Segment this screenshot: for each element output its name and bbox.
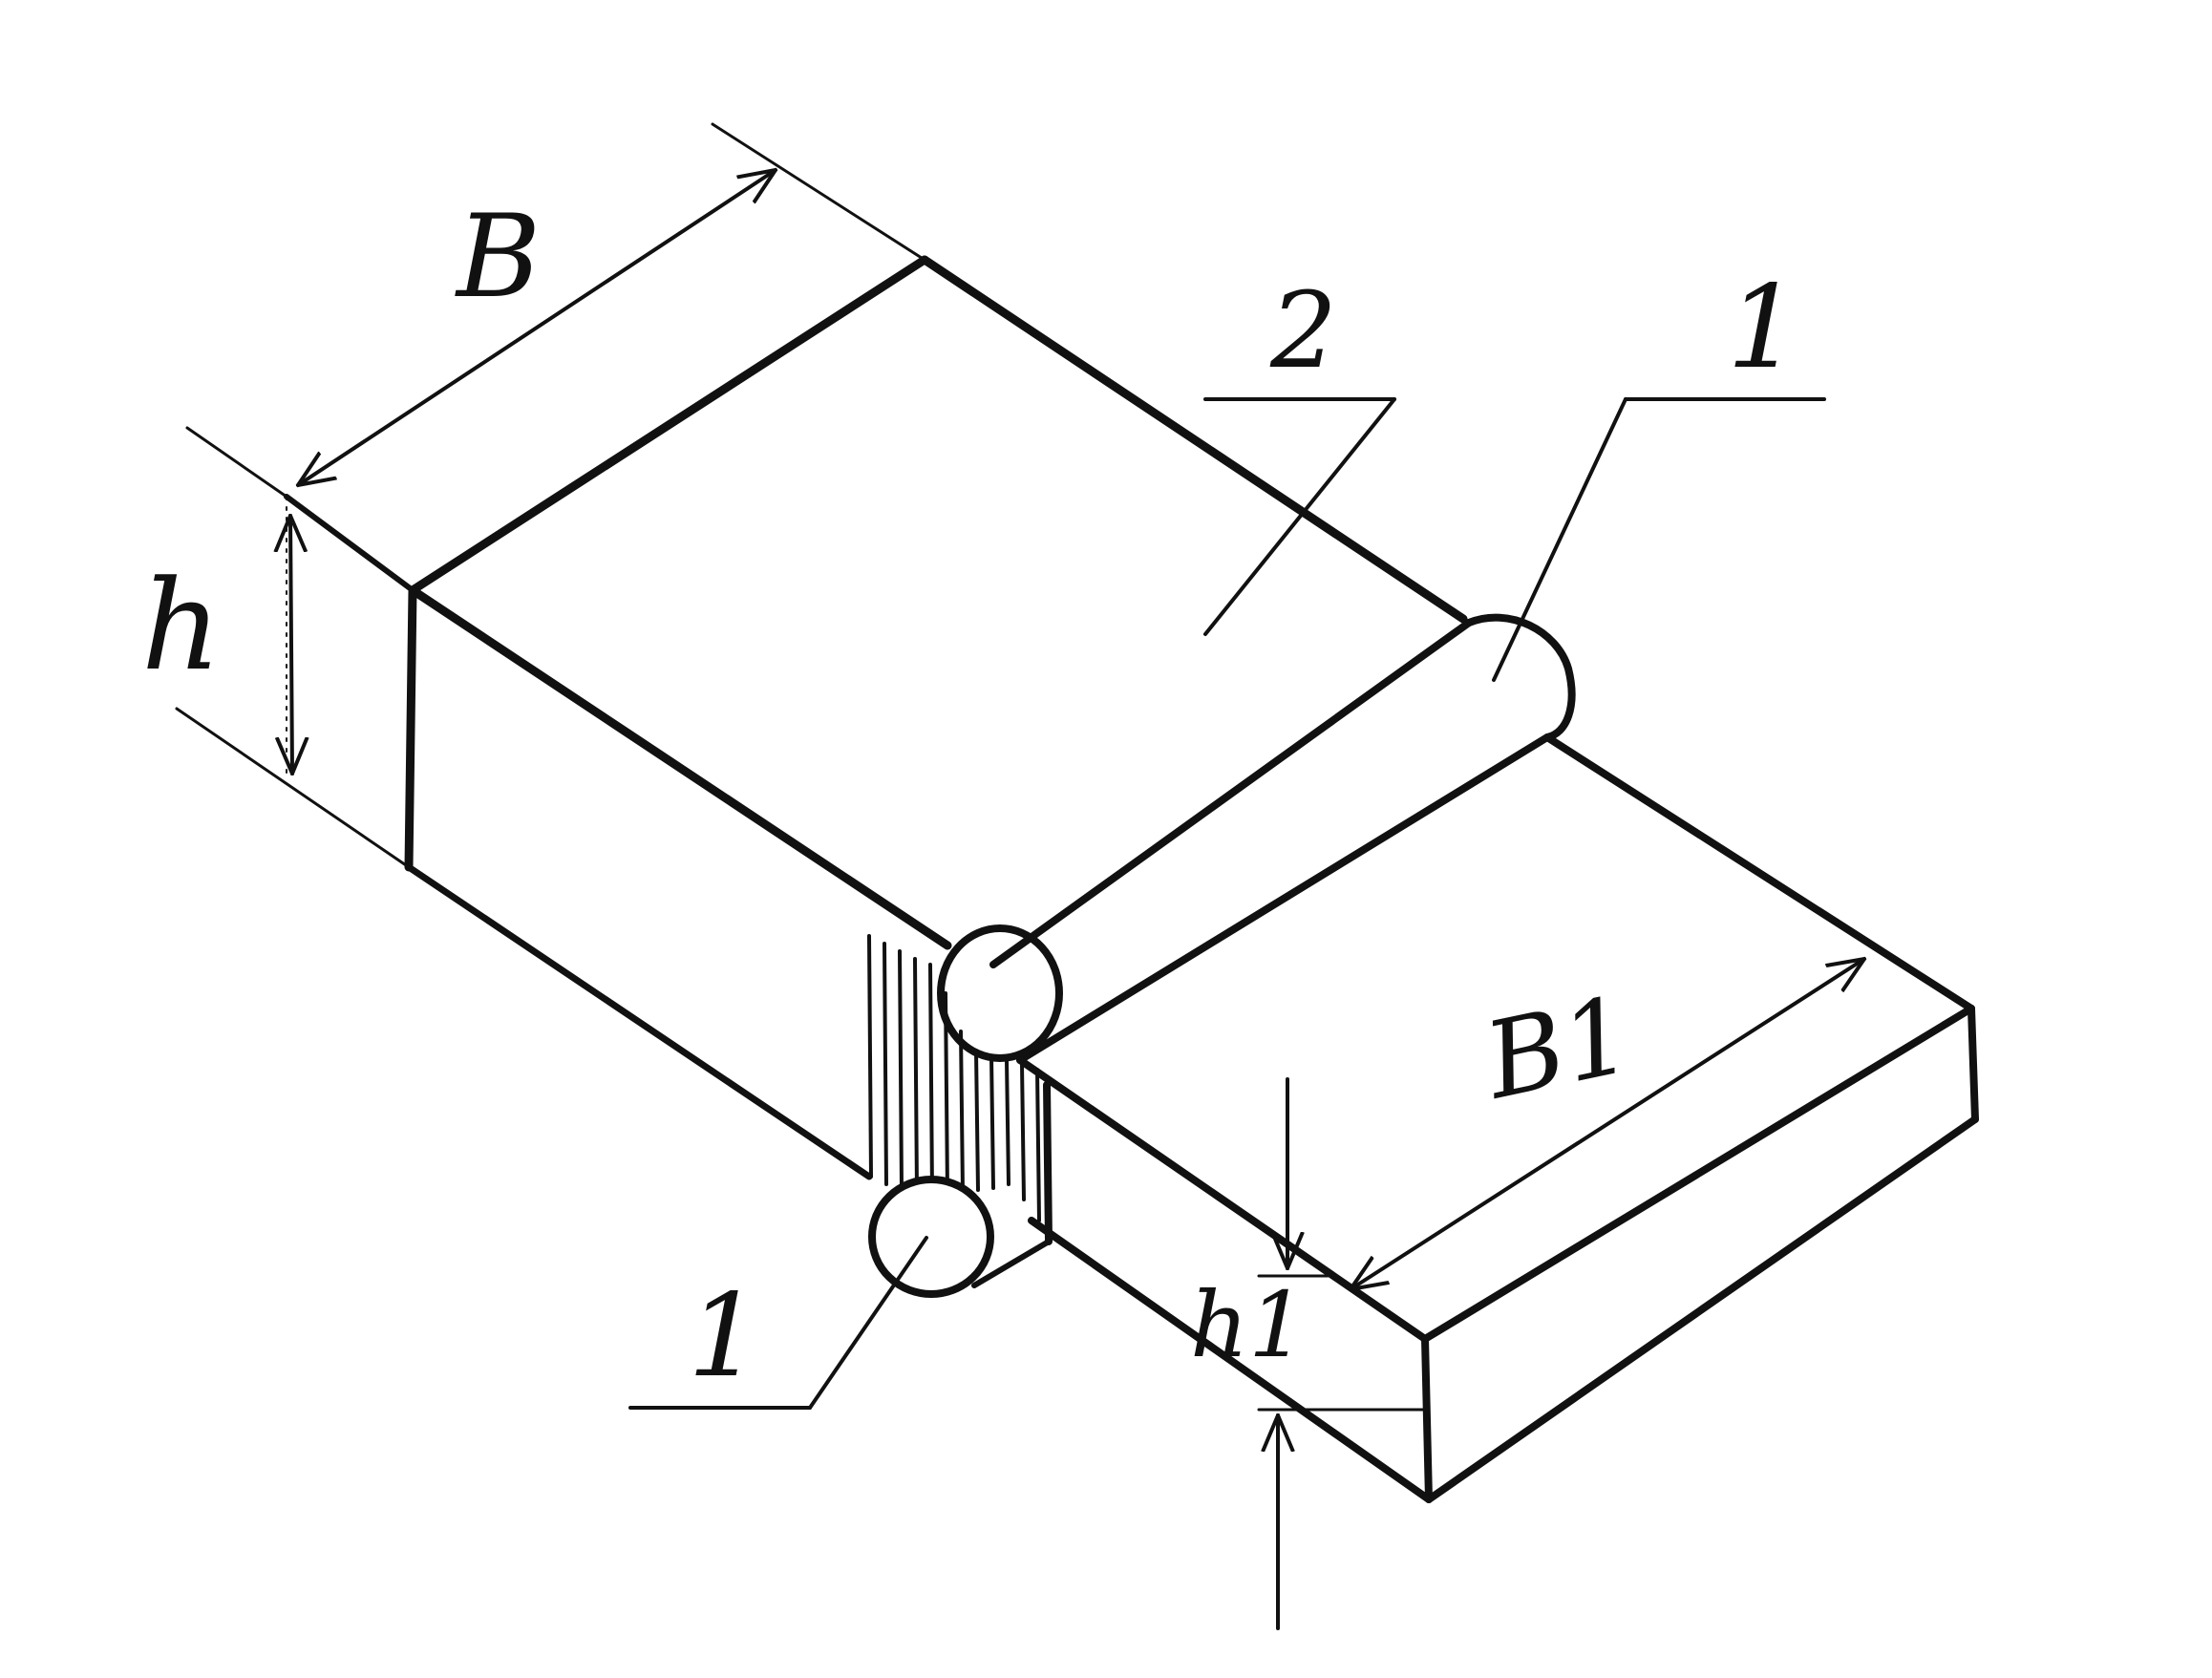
- plate-top-back-edge: [1543, 733, 1975, 1012]
- end-face-top-edge: [284, 494, 415, 593]
- extension-line-h-bottom: [175, 707, 411, 869]
- main-block-end-face: [284, 494, 415, 776]
- hatch-line: [928, 963, 934, 1196]
- label-height-main: h: [141, 553, 222, 698]
- bottom-weld-side-edge: [971, 1239, 1052, 1288]
- hatch-line: [944, 991, 949, 1196]
- label-part-1-top: 1: [1727, 262, 1799, 394]
- dimension-lines-main: [175, 122, 926, 869]
- hatch-line: [1020, 1062, 1026, 1201]
- extension-line-b-right: [711, 122, 926, 262]
- hatch-line: [989, 1054, 995, 1190]
- main-block-front-vertical: [404, 585, 417, 872]
- leader-1-bottom-line: [808, 1236, 928, 1410]
- plate-left-vertical: [1043, 1081, 1053, 1245]
- top-weld-front-circle: [937, 924, 1063, 1062]
- hatch-line: [1005, 1058, 1010, 1186]
- hatch-line: [867, 934, 873, 1179]
- top-weld-upper-edge: [989, 619, 1473, 968]
- dimension-line-b1: [1351, 959, 1864, 1289]
- plate-bottom-front-edge: [1028, 1217, 1433, 1503]
- main-block-top-front-edge: [408, 585, 952, 950]
- hatch-line: [974, 1049, 980, 1192]
- main-block-top-right-edge: [920, 255, 1468, 624]
- plate-right-vertical: [1967, 1005, 1979, 1123]
- hatch-line: [913, 957, 919, 1194]
- label-part-2: 2: [1269, 269, 1337, 392]
- hatch-line: [883, 942, 888, 1186]
- plate-bottom-right-edge: [1425, 1115, 1979, 1503]
- extension-line-b-left: [185, 426, 288, 499]
- leader-2-line: [1203, 397, 1396, 636]
- hatch-line: [898, 949, 904, 1190]
- hatch-line: [1035, 1068, 1041, 1222]
- label-height-plate: h1: [1190, 1273, 1307, 1378]
- thin-plate: [1016, 733, 1979, 1503]
- top-weld-bead: [937, 613, 1576, 1064]
- labels: B h 2 1 1 B1 h1: [141, 191, 1799, 1403]
- leader-lines: [628, 397, 1826, 1410]
- bottom-weld-circle: [868, 1176, 994, 1298]
- plate-top-front-edge: [1016, 1056, 1429, 1343]
- dimension-line-h: [290, 516, 292, 774]
- leader-1-top-line: [1492, 397, 1627, 682]
- main-block-bottom-edge: [405, 863, 873, 1180]
- hatch-line: [959, 1030, 965, 1194]
- bottom-weld-bead: [868, 1176, 1052, 1298]
- plate-front-vertical: [1421, 1335, 1433, 1503]
- top-weld-lower-edge: [1016, 733, 1551, 1064]
- weld-hatching: [867, 934, 1041, 1222]
- label-width-plate: B1: [1474, 973, 1642, 1123]
- top-weld-end-cap: [1465, 613, 1576, 741]
- dimension-line-b: [298, 170, 776, 485]
- dimension-lines-plate: [1257, 959, 1864, 1630]
- label-part-1-bottom: 1: [688, 1270, 760, 1403]
- label-width-main: B: [455, 191, 541, 324]
